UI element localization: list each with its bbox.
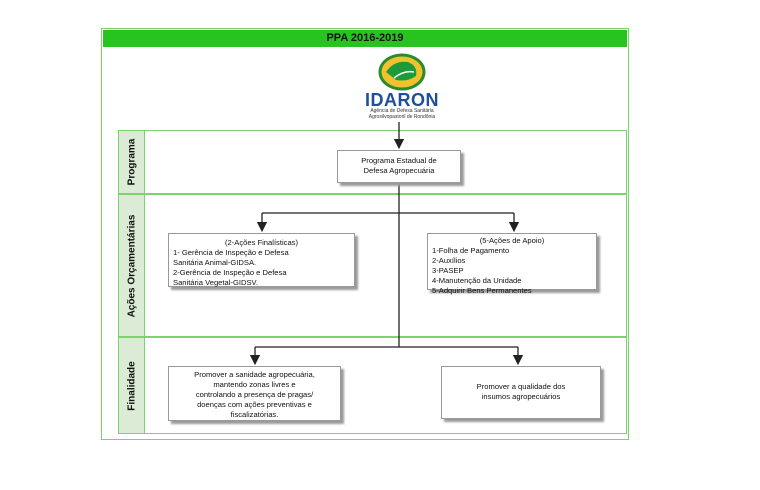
lane-programa: Programa [118,130,627,194]
box-line: 2-Gerência de Inspeção e Defesa [173,268,287,277]
box-line: mantendo zonas livres e [213,380,296,389]
programa-box: Programa Estadual de Defesa Agropecuária [337,150,461,183]
box-line: (2-Ações Finalísticas) [224,238,298,247]
box-line: Programa Estadual de [361,156,437,165]
box-line: Sanitária Animal-GIDSA. [173,258,257,267]
box-line: (5-Ações de Apoio) [479,236,545,245]
idaron-logo [378,53,426,91]
box-line: 1-Folha de Pagamento [432,246,510,255]
acoes-finalisticas-box: (2-Ações Finalísticas) 1- Gerência de In… [168,233,355,287]
box-line: fiscalizatórias. [230,410,279,419]
box-line: doenças com ações preventivas e [197,400,312,409]
lane-label: Ações Orçamentárias [119,195,145,336]
box-line: Promover a sanidade agropecuária, [194,370,315,379]
box-line: 2-Auxílios [432,256,466,265]
logo-subtitle: Agência de Defesa Sanitária Agrosilvopas… [346,108,458,120]
diagram-title: PPA 2016-2019 [103,30,627,47]
logo-subtitle-line: Agência de Defesa Sanitária [370,108,434,114]
acoes-apoio-box: (5-Ações de Apoio) 1-Folha de Pagamento … [427,233,597,295]
box-line: 4-Manutenção da Unidade [432,276,522,285]
box-line: Promover a qualidade dos [476,382,566,391]
lane-label: Finalidade [119,338,145,433]
finalidade-sanidade-box: Promover a sanidade agropecuária, manten… [168,366,341,421]
box-line: Sanitária Vegetal-GIDSV. [173,278,258,287]
finalidade-qualidade-box: Promover a qualidade dos insumos agropec… [441,366,601,419]
box-line: 5-Adquirir Bens Permanentes [432,286,532,295]
logo-subtitle-line: Agrosilvopastoril de Rondônia [368,114,436,120]
box-line: Defesa Agropecuária [363,166,435,175]
lane-label: Programa [119,131,145,193]
logo-title: IDARON [365,90,439,110]
box-line: 3-PASEP [432,266,464,275]
box-line: insumos agropecuários [481,392,561,401]
box-line: controlando a presença de pragas/ [195,390,314,399]
box-line: 1- Gerência de Inspeção e Defesa [173,248,289,257]
